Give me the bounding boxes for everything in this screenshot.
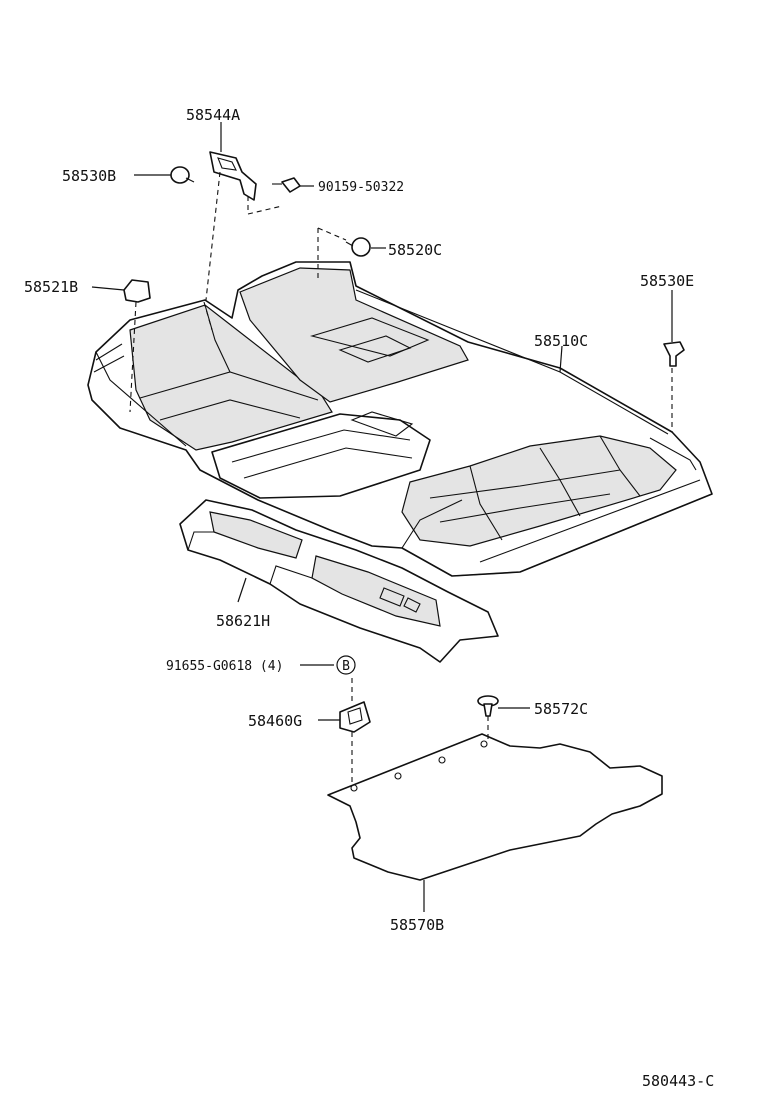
ref-circle-b-label: B <box>342 659 350 674</box>
floor-carpet-58510C <box>87 261 713 577</box>
fastener-58572C <box>477 695 499 717</box>
label-91655-G0618: 91655-G0618 (4) <box>166 659 283 674</box>
diagram-code: 580443-C <box>642 1072 714 1090</box>
label-58572C: 58572C <box>534 700 588 718</box>
floor-mat-58570B <box>327 733 663 881</box>
clip-58530B <box>170 166 195 184</box>
bracket-58544A <box>209 151 257 201</box>
assembly-lines <box>129 171 673 786</box>
floor-silencer-58621H <box>179 499 499 663</box>
label-58530B: 58530B <box>62 167 116 185</box>
label-58544A: 58544A <box>186 106 240 124</box>
clip-58521B <box>123 279 151 303</box>
ref-circle-b <box>336 655 356 675</box>
label-58460G: 58460G <box>248 712 302 730</box>
label-90159-50322: 90159-50322 <box>318 180 404 195</box>
label-58530E: 58530E <box>640 272 694 290</box>
leader-lines <box>91 122 673 912</box>
label-58510C: 58510C <box>534 332 588 350</box>
label-58570B: 58570B <box>390 916 444 934</box>
label-58621H: 58621H <box>216 612 270 630</box>
clip-58520C <box>345 237 371 257</box>
bracket-58460G <box>339 701 371 733</box>
pin-58530E <box>663 341 685 367</box>
screw-90159-50322 <box>272 177 301 193</box>
label-58521B: 58521B <box>24 278 78 296</box>
label-58520C: 58520C <box>388 241 442 259</box>
